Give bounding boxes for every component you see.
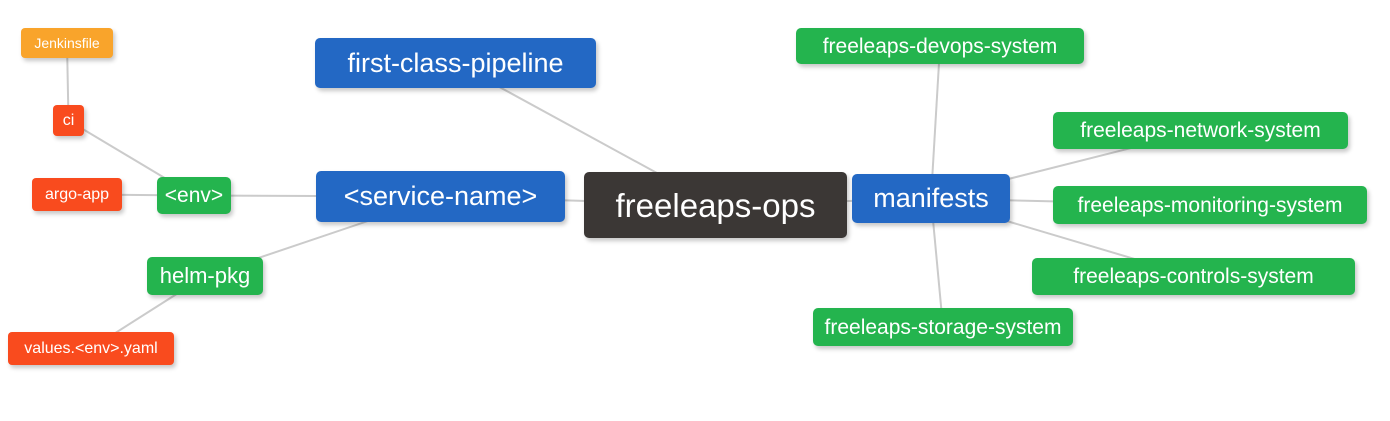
node-freeleaps-storage-system[interactable]: freeleaps-storage-system [813,308,1073,346]
node-freeleaps-monitoring-system[interactable]: freeleaps-monitoring-system [1053,186,1367,224]
node-env[interactable]: <env> [157,177,231,214]
node-first-class-pipeline[interactable]: first-class-pipeline [315,38,596,88]
node-ci[interactable]: ci [53,105,84,136]
node-manifests[interactable]: manifests [852,174,1010,223]
node-argo-app[interactable]: argo-app [32,178,122,211]
node-freeleaps-controls-system[interactable]: freeleaps-controls-system [1032,258,1355,295]
node-service-name[interactable]: <service-name> [316,171,565,222]
node-freeleaps-devops-system[interactable]: freeleaps-devops-system [796,28,1084,64]
node-jenkinsfile[interactable]: Jenkinsfile [21,28,113,58]
node-values-env-yaml[interactable]: values.<env>.yaml [8,332,174,365]
node-helm-pkg[interactable]: helm-pkg [147,257,263,295]
edge-manifests-freeleaps-devops-system [930,45,941,199]
node-freeleaps-ops[interactable]: freeleaps-ops [584,172,847,238]
node-freeleaps-network-system[interactable]: freeleaps-network-system [1053,112,1348,149]
